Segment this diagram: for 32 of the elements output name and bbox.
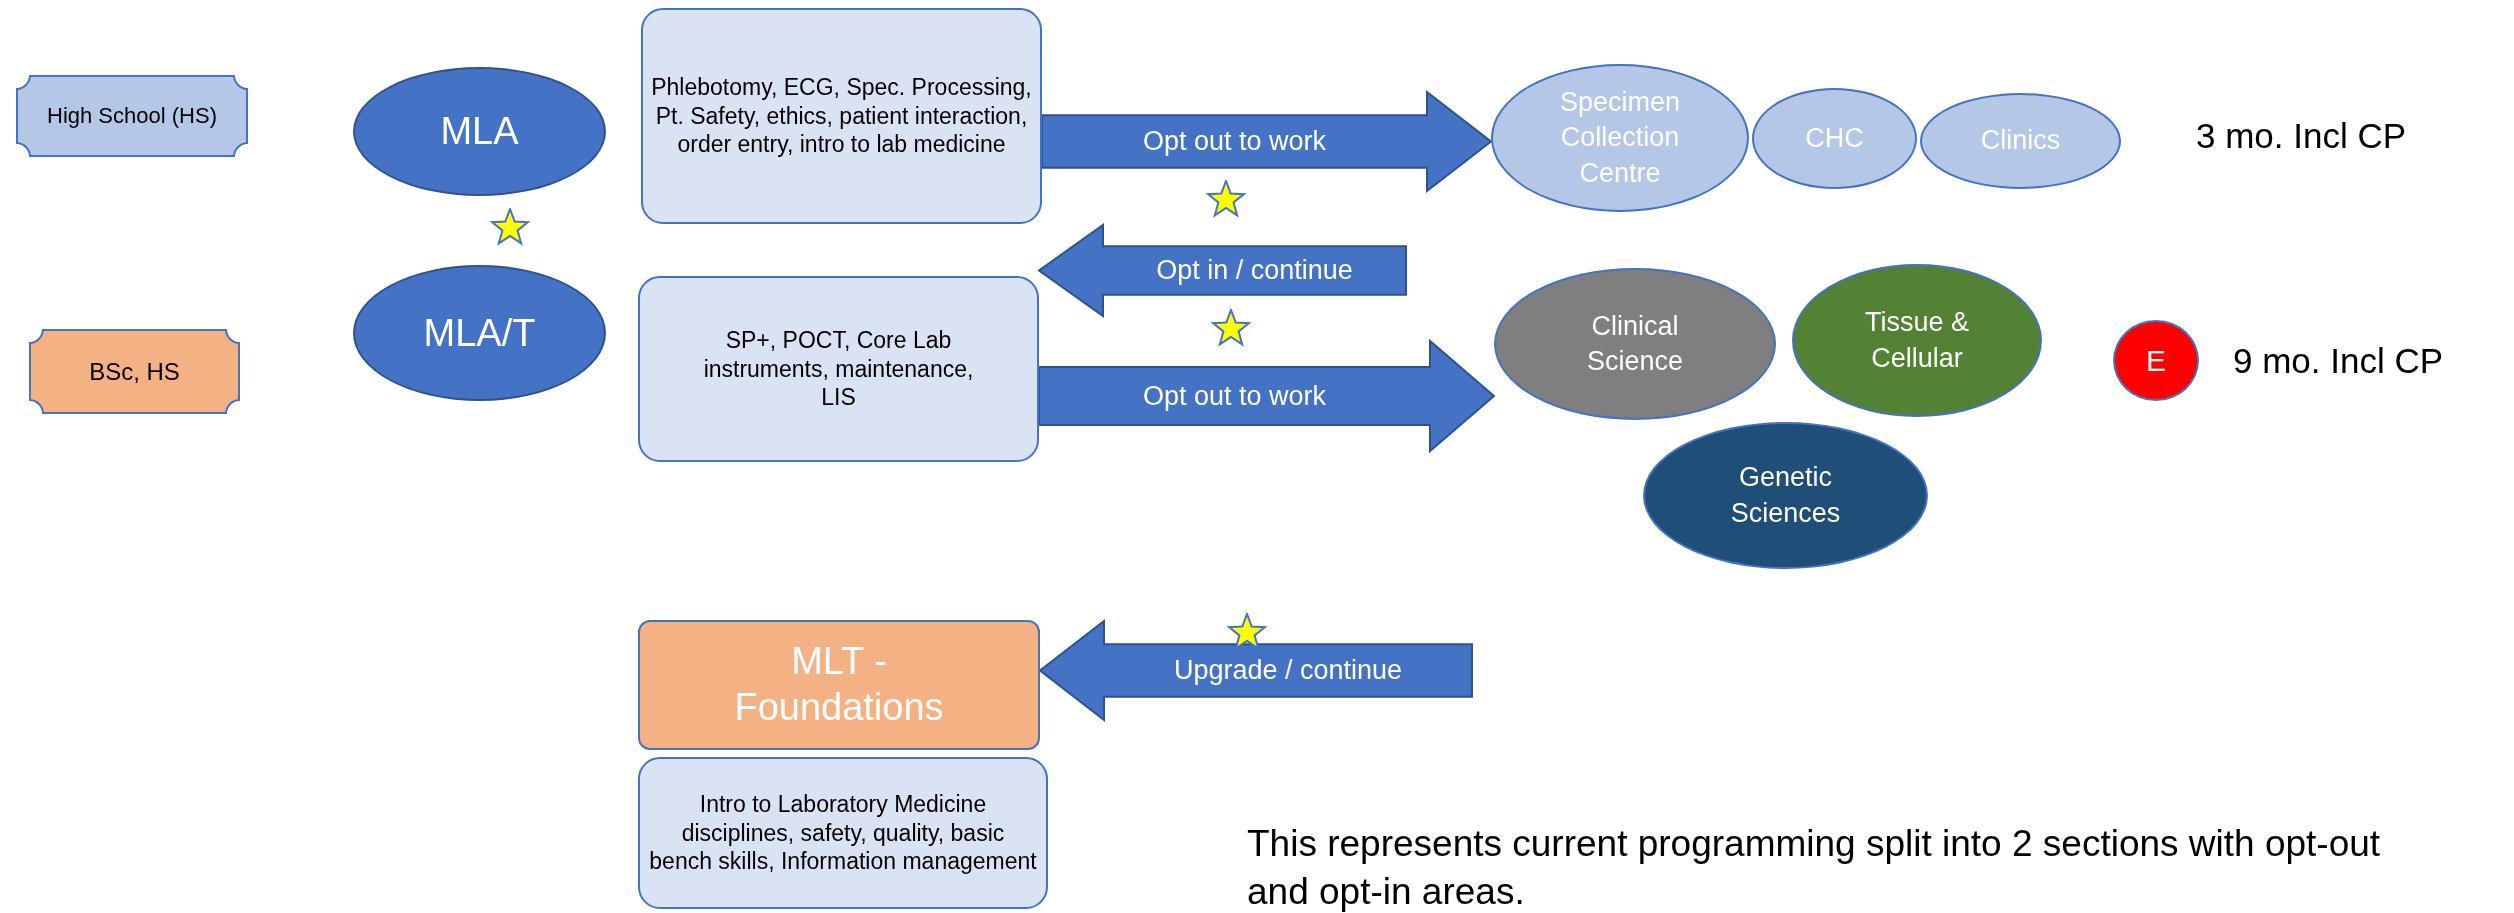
box-text: Intro to Laboratory Medicine disciplines, safety, quality, basic bench skills, Information management xyxy=(648,789,1038,877)
box-text: Phlebotomy, ECG, Spec. Processing, Pt. Safety, ethics, patient interaction, order entry, intro to lab medicine xyxy=(651,72,1032,160)
node-label: Clinical Science xyxy=(1585,309,1685,378)
arrow-label: Opt out to work xyxy=(1142,125,1327,159)
plaque-label: High School (HS) xyxy=(47,102,217,130)
block-arrow xyxy=(1038,338,1496,454)
duration-label: 9 mo. Incl CP xyxy=(2233,340,2445,382)
node-label: Tissue & Cellular xyxy=(1863,306,1970,375)
duration-label: 3 mo. Incl CP xyxy=(2196,115,2408,157)
node-label: Genetic Sciences xyxy=(1729,461,1842,530)
arrow-label: Opt out to work xyxy=(1142,379,1327,413)
plaque-shape xyxy=(29,329,240,414)
arrow-label: Upgrade / continue xyxy=(1173,654,1403,688)
node-label: CHC xyxy=(1805,121,1864,155)
box-text: SP+, POCT, Core Lab instruments, maintenance, LIS xyxy=(702,325,975,413)
block-arrow xyxy=(1037,223,1407,318)
rounded-box xyxy=(638,620,1040,750)
note-text: This represents current programming split into 2 sections with opt-out and opt-in areas. xyxy=(1247,822,2382,913)
rounded-box xyxy=(641,8,1042,224)
box-title: MLT - Foundations xyxy=(733,639,945,730)
arrow-label: Opt in / continue xyxy=(1156,254,1353,288)
plaque-label: BSc, HS xyxy=(89,356,180,387)
plaque-shape xyxy=(16,75,248,157)
rounded-box xyxy=(638,757,1048,909)
badge-letter: E xyxy=(2146,343,2166,379)
node-label: MLA xyxy=(440,109,519,154)
node-label: Specimen Collection Centre xyxy=(1558,86,1682,190)
node-label: Clinics xyxy=(1980,124,2061,158)
node-label: MLA/T xyxy=(423,310,536,356)
block-arrow xyxy=(1041,89,1493,194)
block-arrow xyxy=(1038,618,1473,723)
rounded-box xyxy=(638,276,1039,462)
